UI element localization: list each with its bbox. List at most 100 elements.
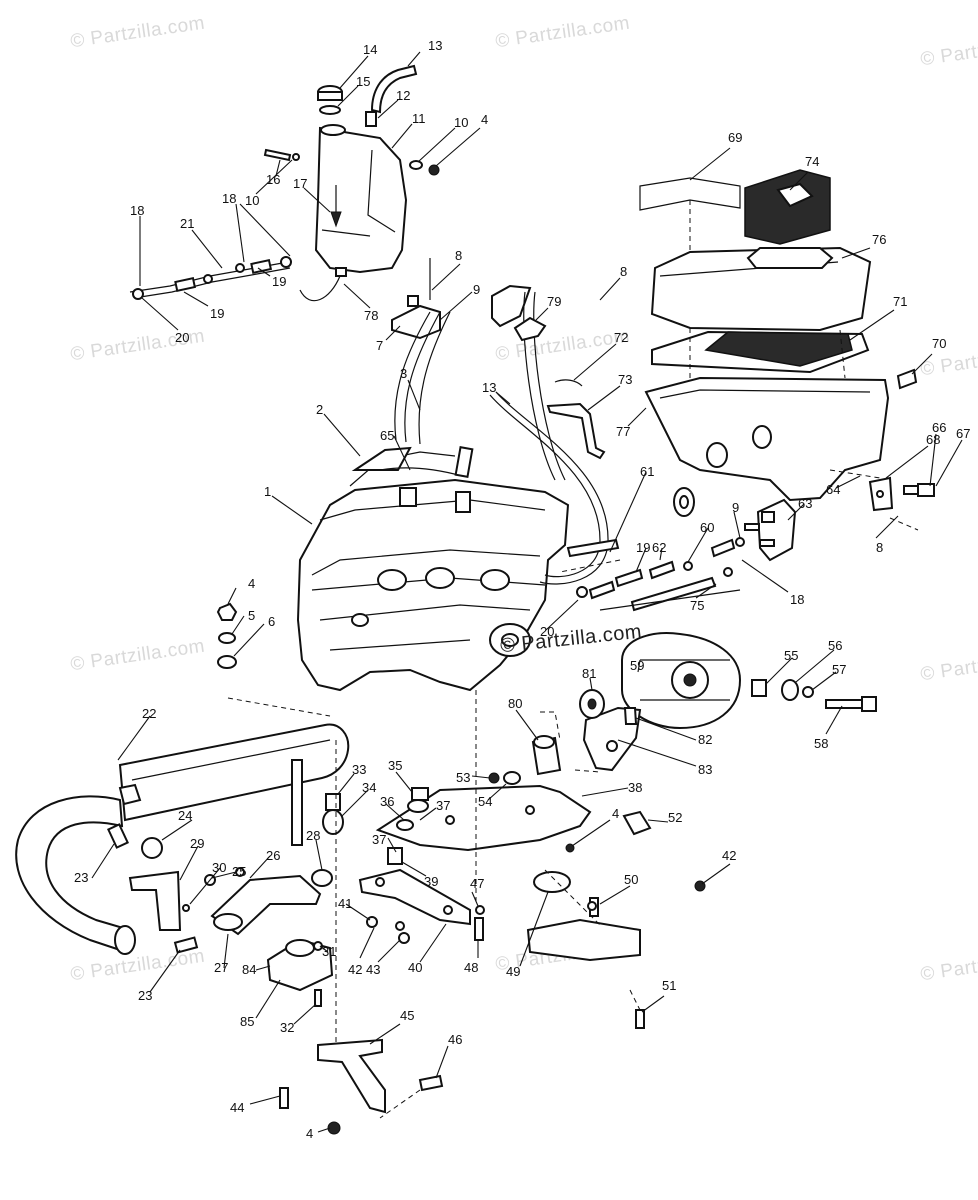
callout-29: 29 <box>190 836 204 851</box>
callout-51: 51 <box>662 978 676 993</box>
callout-12: 12 <box>396 88 410 103</box>
callout-57: 57 <box>832 662 846 677</box>
callout-59: 59 <box>630 658 644 673</box>
callout-65: 65 <box>380 428 394 443</box>
callout-74: 74 <box>805 154 819 169</box>
recoil-starter-59 <box>621 632 742 730</box>
callout-79: 79 <box>547 294 561 309</box>
callout-46: 46 <box>448 1032 462 1047</box>
callout-55: 55 <box>784 648 798 663</box>
callout-71: 71 <box>893 294 907 309</box>
filter-71 <box>651 330 870 374</box>
callout-85: 85 <box>240 1014 254 1029</box>
callout-23: 23 <box>74 870 88 885</box>
flange-84-85 <box>266 938 334 1007</box>
callout-10: 10 <box>454 115 468 130</box>
callout-labels: 14 13 15 12 11 10 4 16 10 17 18 18 21 19… <box>74 38 970 1141</box>
callout-82: 82 <box>698 732 712 747</box>
callout-39: 39 <box>424 874 438 889</box>
callout-13: 13 <box>482 380 496 395</box>
callout-6: 6 <box>268 614 275 629</box>
callout-18: 18 <box>790 592 804 607</box>
oil-line-assembly <box>129 256 292 300</box>
callout-3: 3 <box>400 366 407 381</box>
cables-3 <box>394 284 566 481</box>
callout-1: 1 <box>264 484 271 499</box>
callout-19: 19 <box>210 306 224 321</box>
callout-36: 36 <box>380 794 394 809</box>
callout-41: 41 <box>338 896 352 911</box>
oil-vent-hose <box>365 64 418 127</box>
bracket-7 <box>391 258 441 340</box>
callout-31: 31 <box>322 944 336 959</box>
nut-washer-stack <box>216 602 238 669</box>
bolt-16 <box>263 148 300 162</box>
callout-18: 18 <box>222 191 236 206</box>
callout-42: 42 <box>722 848 736 863</box>
callout-15: 15 <box>356 74 370 89</box>
clamp-79 <box>513 316 547 342</box>
callout-64: 64 <box>826 482 840 497</box>
engine-plate-38 <box>375 784 592 852</box>
callout-84: 84 <box>242 962 256 977</box>
airbox-base-77 <box>644 328 890 502</box>
exhaust-spring-23 <box>107 823 199 954</box>
callout-60: 60 <box>700 520 714 535</box>
callout-73: 73 <box>618 372 632 387</box>
callout-69: 69 <box>728 130 742 145</box>
fasteners-41-42-43-47-48 <box>366 905 485 944</box>
callout-78: 78 <box>364 308 378 323</box>
callout-62: 62 <box>652 540 666 555</box>
callout-44: 44 <box>230 1100 244 1115</box>
callout-28: 28 <box>306 828 320 843</box>
clip-72-73 <box>546 379 606 460</box>
callout-22: 22 <box>142 706 156 721</box>
callout-56: 56 <box>828 638 842 653</box>
oil-tank <box>299 124 408 302</box>
callout-17: 17 <box>293 176 307 191</box>
dashed-centerlines <box>227 469 919 1119</box>
callout-53: 53 <box>456 770 470 785</box>
fuel-pump-63 <box>744 498 797 562</box>
callout-68: 68 <box>926 432 940 447</box>
clamp-49 <box>533 871 599 917</box>
callout-14: 14 <box>363 42 377 57</box>
callout-4: 4 <box>481 112 488 127</box>
callout-52: 52 <box>668 810 682 825</box>
engine <box>296 446 570 692</box>
callout-63: 63 <box>798 496 812 511</box>
callout-19: 19 <box>636 540 650 555</box>
line-75 <box>599 589 741 611</box>
callout-37: 37 <box>436 798 450 813</box>
callout-27: 27 <box>214 960 228 975</box>
callout-8: 8 <box>455 248 462 263</box>
callout-2: 2 <box>316 402 323 417</box>
callout-81: 81 <box>582 666 596 681</box>
grommet-62 <box>673 487 695 517</box>
callout-70: 70 <box>932 336 946 351</box>
callout-72: 72 <box>614 330 628 345</box>
callout-61: 61 <box>640 464 654 479</box>
callout-32: 32 <box>280 1020 294 1035</box>
airbox-lid <box>650 246 872 332</box>
grommet-24 <box>141 837 163 859</box>
bracket-68 <box>868 476 935 512</box>
callout-30: 30 <box>212 860 226 875</box>
callout-34: 34 <box>362 780 376 795</box>
bracket-40 <box>358 868 471 926</box>
callout-54: 54 <box>478 794 492 809</box>
callout-19: 19 <box>272 274 286 289</box>
callout-75: 75 <box>690 598 704 613</box>
callout-50: 50 <box>624 872 638 887</box>
filter-sheet-69 <box>639 177 741 252</box>
callout-66: 66 <box>932 420 946 435</box>
callout-10: 10 <box>245 193 259 208</box>
callout-33: 33 <box>352 762 366 777</box>
callout-8: 8 <box>876 540 883 555</box>
callout-25: 25 <box>232 864 246 879</box>
bolt-washers-55-58 <box>751 679 877 712</box>
callout-48: 48 <box>464 960 478 975</box>
callout-16: 16 <box>266 172 280 187</box>
callout-42: 42 <box>348 962 362 977</box>
